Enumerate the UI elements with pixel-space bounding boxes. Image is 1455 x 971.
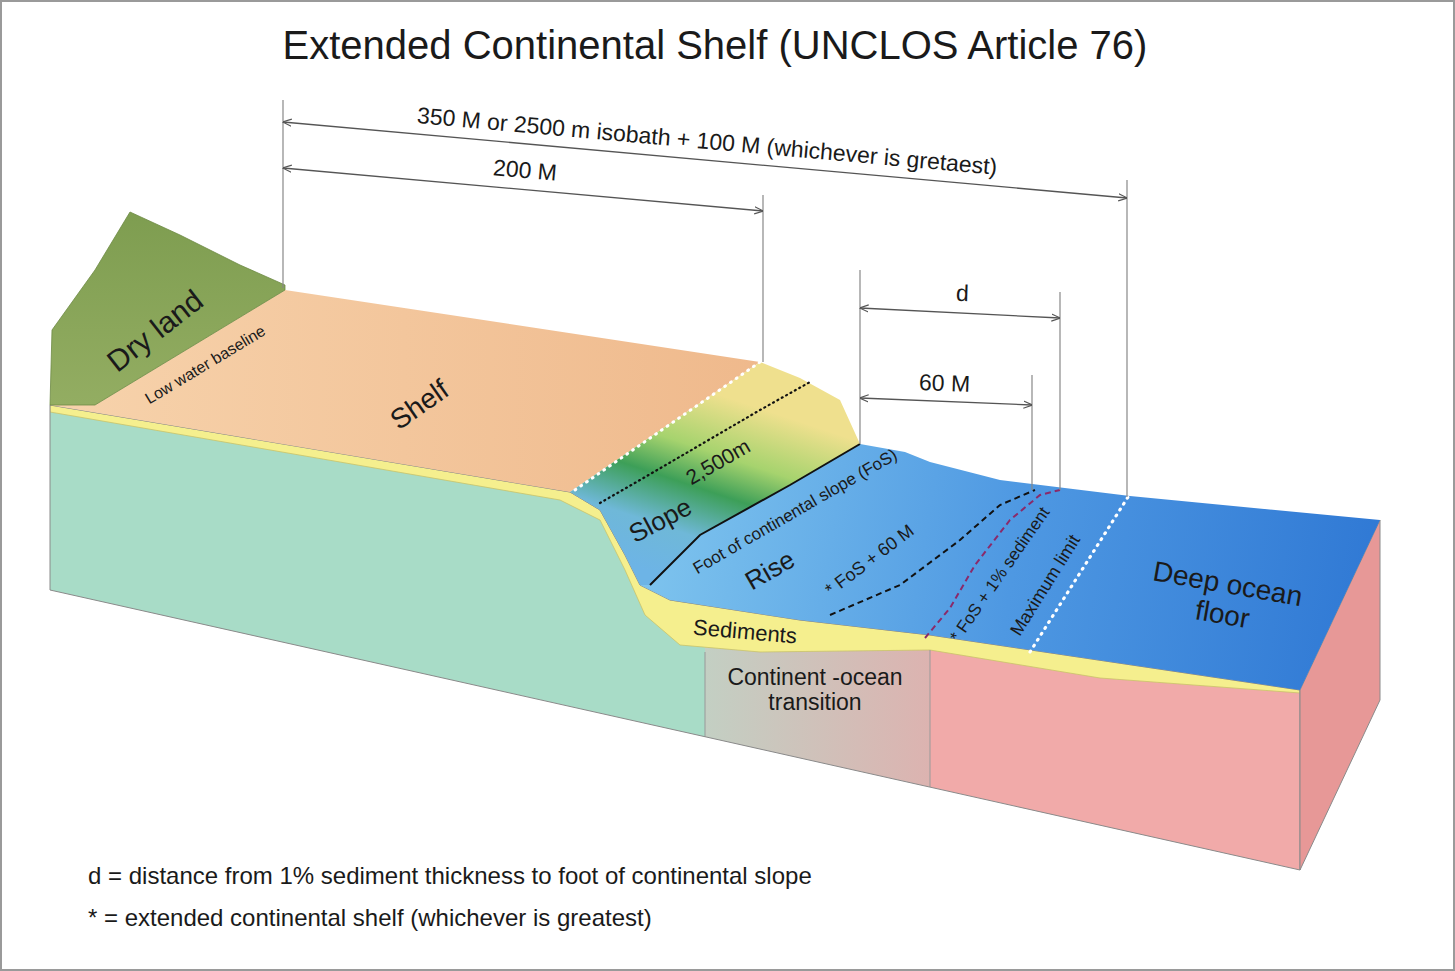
extension-line [1059,292,1060,490]
isobath-line [600,382,810,503]
region-name: Continent -ocean transition [700,665,930,716]
note-text: d = distance from 1% sediment thickness … [88,862,812,890]
ocean-surface [640,444,1380,690]
extension-line [1031,375,1032,490]
boundary-line [705,652,706,737]
extension-line [762,195,763,362]
dimension-arrows [283,122,1127,405]
region-label: Continent -ocean transition [700,665,930,716]
note-text: * = extended continental shelf (whicheve… [88,904,652,932]
diagram-title: Extended Continental Shelf (UNCLOS Artic… [283,22,1148,68]
extension-line [282,100,283,288]
extension-line [859,270,860,444]
boundary-line [930,650,931,787]
dimension-text: d [955,280,969,307]
dimension-arrow [860,398,1032,405]
dimension-arrow [860,308,1060,318]
dimension-text: 60 M [919,369,971,397]
shelf-edge-line [575,362,760,490]
dimension-text: 200 M [492,154,558,186]
extension-lines [283,100,1127,497]
extension-line [1126,180,1127,497]
